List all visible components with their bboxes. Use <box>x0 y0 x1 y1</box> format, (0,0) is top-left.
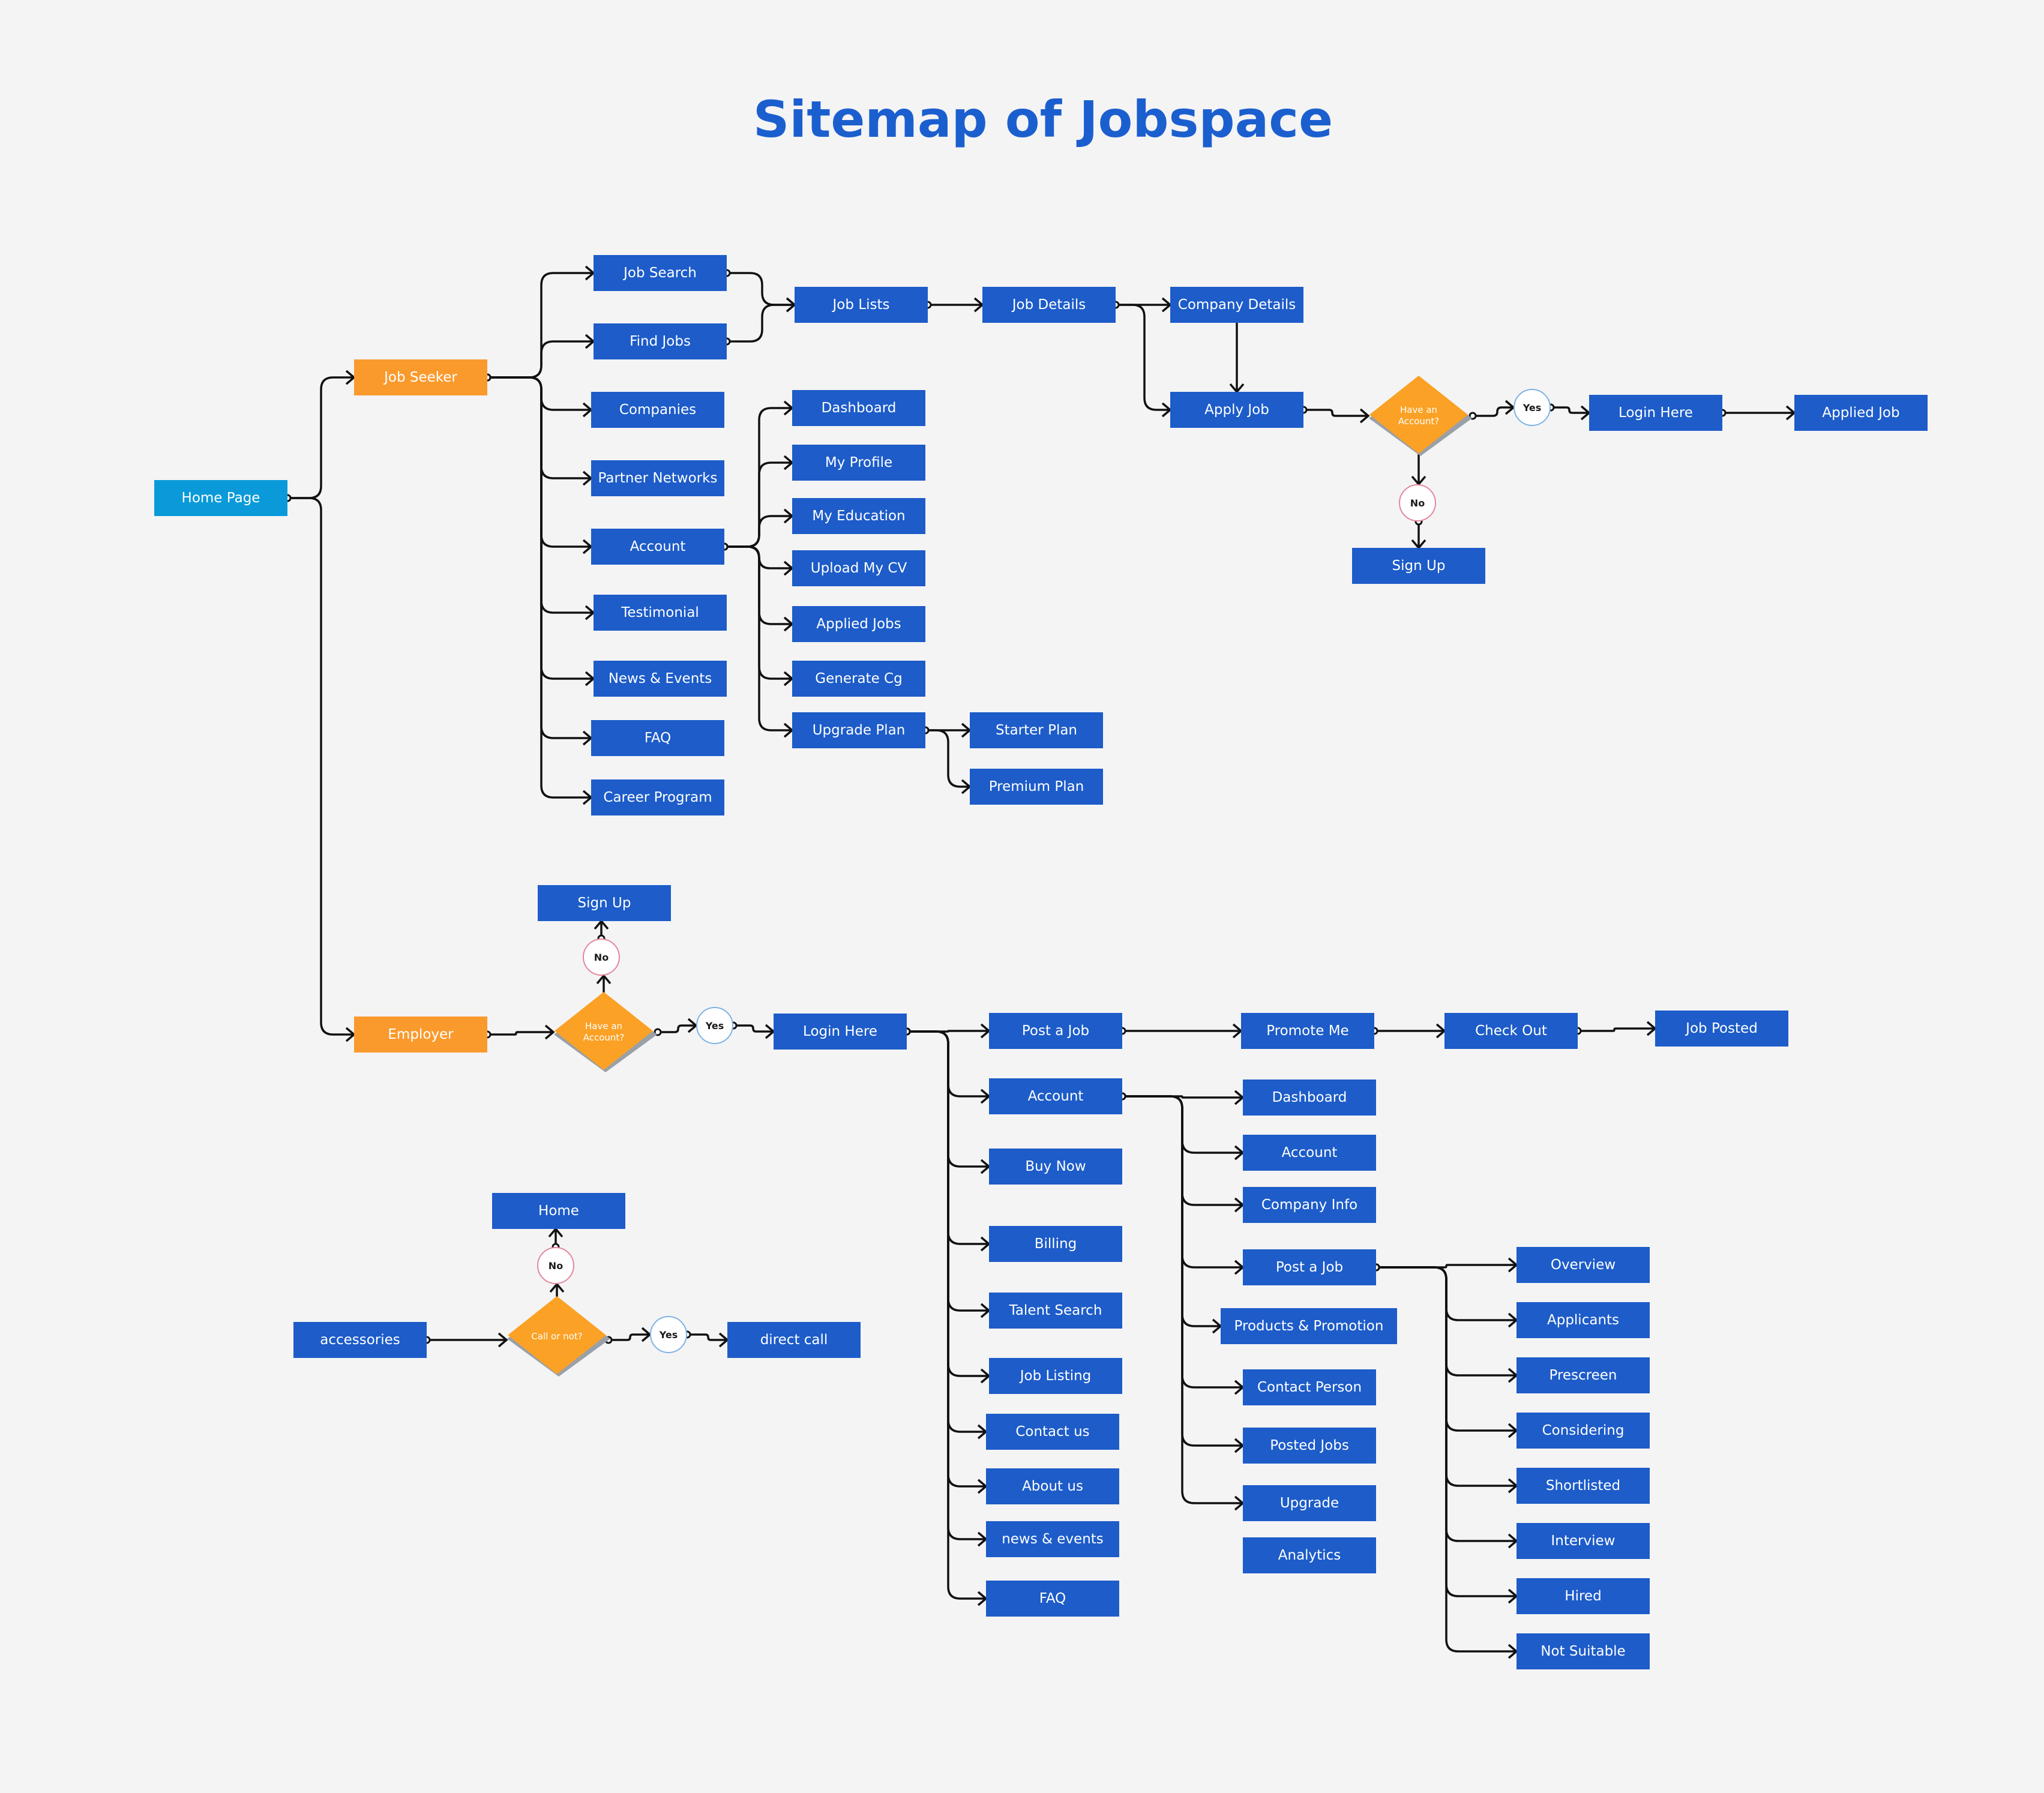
node-em-acc-posted-jobs[interactable]: Posted Jobs <box>1243 1428 1376 1464</box>
node-acc-home[interactable]: Home <box>492 1193 625 1229</box>
node-js-sign-up[interactable]: Sign Up <box>1352 548 1485 584</box>
node-js-job-lists[interactable]: Job Lists <box>795 287 928 323</box>
node-em-job-listing[interactable]: Job Listing <box>989 1358 1122 1394</box>
node-em-post-a-job[interactable]: Post a Job <box>989 1013 1122 1049</box>
node-acc-accessories[interactable]: accessories <box>293 1322 427 1358</box>
node-acc-direct-call[interactable]: direct call <box>727 1322 861 1358</box>
node-employer[interactable]: Employer <box>354 1017 487 1053</box>
node-js-apply-job[interactable]: Apply Job <box>1170 392 1303 428</box>
node-js-find-jobs[interactable]: Find Jobs <box>594 323 727 359</box>
node-js-job-details[interactable]: Job Details <box>982 287 1116 323</box>
node-em-acc-analytics[interactable]: Analytics <box>1243 1537 1376 1573</box>
node-pj-considering[interactable]: Considering <box>1516 1413 1650 1449</box>
decision-line: Call or not? <box>531 1330 583 1342</box>
node-js-companies[interactable]: Companies <box>591 392 724 428</box>
node-js-job-search[interactable]: Job Search <box>594 255 727 291</box>
node-js-testimonial[interactable]: Testimonial <box>594 595 727 631</box>
node-em-job-posted[interactable]: Job Posted <box>1655 1011 1788 1047</box>
node-em-buy-now[interactable]: Buy Now <box>989 1149 1122 1185</box>
node-em-acc-account[interactable]: Account <box>1243 1135 1376 1171</box>
node-js-company-details[interactable]: Company Details <box>1170 287 1303 323</box>
answer-yes: Yes <box>1513 389 1551 426</box>
decision-call-or-not: Call or not? <box>503 1294 611 1379</box>
node-js-acc-upload-cv[interactable]: Upload My CV <box>792 550 925 586</box>
node-em-acc-company-info[interactable]: Company Info <box>1243 1187 1376 1223</box>
answer-yes: Yes <box>696 1007 733 1044</box>
node-em-acc-dashboard[interactable]: Dashboard <box>1243 1080 1376 1116</box>
answer-no: No <box>1399 484 1436 521</box>
node-em-acc-post-a-job[interactable]: Post a Job <box>1243 1249 1376 1285</box>
node-job-seeker[interactable]: Job Seeker <box>354 359 487 395</box>
node-em-contact-us[interactable]: Contact us <box>986 1414 1119 1450</box>
node-em-account[interactable]: Account <box>989 1078 1122 1114</box>
node-js-premium-plan[interactable]: Premium Plan <box>970 769 1103 805</box>
node-js-partner-networks[interactable]: Partner Networks <box>591 460 724 496</box>
node-em-check-out[interactable]: Check Out <box>1444 1013 1578 1049</box>
node-pj-hired[interactable]: Hired <box>1516 1578 1650 1614</box>
decision-line: Have an <box>1399 404 1438 415</box>
node-pj-overview[interactable]: Overview <box>1516 1247 1650 1283</box>
node-em-about-us[interactable]: About us <box>986 1468 1119 1504</box>
node-em-acc-upgrade[interactable]: Upgrade <box>1243 1485 1376 1521</box>
node-em-talent-search[interactable]: Talent Search <box>989 1293 1122 1329</box>
answer-no: No <box>537 1247 574 1284</box>
answer-yes: Yes <box>650 1316 687 1353</box>
node-em-promote-me[interactable]: Promote Me <box>1241 1013 1374 1049</box>
node-js-faq[interactable]: FAQ <box>591 720 724 756</box>
node-js-login-here[interactable]: Login Here <box>1589 395 1722 431</box>
page-title: Sitemap of Jobspace <box>753 90 1333 149</box>
node-home-page[interactable]: Home Page <box>154 480 287 516</box>
node-js-career-program[interactable]: Career Program <box>591 779 724 815</box>
node-pj-not-suitable[interactable]: Not Suitable <box>1516 1633 1650 1669</box>
node-em-news-events[interactable]: news & events <box>986 1521 1119 1557</box>
node-js-acc-dashboard[interactable]: Dashboard <box>792 390 925 426</box>
node-js-acc-generate-cg[interactable]: Generate Cg <box>792 661 925 697</box>
node-em-acc-contact-person[interactable]: Contact Person <box>1243 1369 1376 1405</box>
node-js-acc-upgrade-plan[interactable]: Upgrade Plan <box>792 712 925 748</box>
node-js-account[interactable]: Account <box>591 529 724 565</box>
node-js-applied-job[interactable]: Applied Job <box>1794 395 1928 431</box>
decision-line: Account? <box>1398 416 1440 427</box>
node-js-starter-plan[interactable]: Starter Plan <box>970 712 1103 748</box>
node-pj-prescreen[interactable]: Prescreen <box>1516 1357 1650 1393</box>
node-em-sign-up[interactable]: Sign Up <box>538 885 671 921</box>
node-pj-interview[interactable]: Interview <box>1516 1523 1650 1559</box>
node-pj-applicants[interactable]: Applicants <box>1516 1302 1650 1338</box>
node-em-faq[interactable]: FAQ <box>986 1581 1119 1617</box>
node-js-acc-my-profile[interactable]: My Profile <box>792 445 925 481</box>
node-js-acc-my-education[interactable]: My Education <box>792 498 925 534</box>
node-em-billing[interactable]: Billing <box>989 1226 1122 1262</box>
decision-line: Have an <box>585 1021 623 1032</box>
node-pj-shortlisted[interactable]: Shortlisted <box>1516 1468 1650 1504</box>
answer-no: No <box>583 939 620 976</box>
node-js-acc-applied-jobs[interactable]: Applied Jobs <box>792 606 925 642</box>
node-em-acc-products-promotion[interactable]: Products & Promotion <box>1221 1308 1397 1344</box>
node-js-news-events[interactable]: News & Events <box>594 661 727 697</box>
decision-line: Account? <box>583 1032 625 1043</box>
node-em-login-here[interactable]: Login Here <box>774 1014 907 1050</box>
